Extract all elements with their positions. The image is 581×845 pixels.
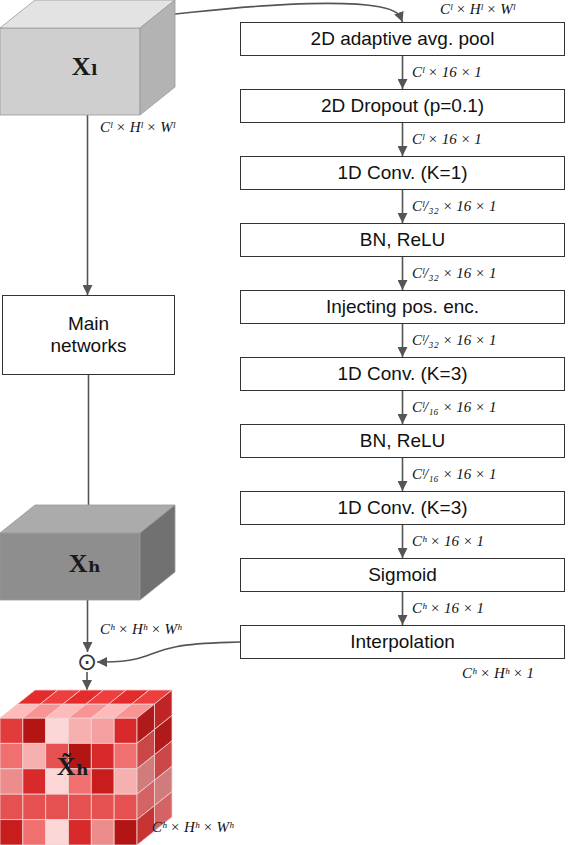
node-text: 1D Conv. (K=3) [337,497,467,519]
connector-arrow [87,115,89,295]
tensor-cell [69,794,92,819]
dimension-label: Cʰ × Hʰ × Wʰ [100,620,181,638]
process-box: Sigmoid [240,558,565,592]
connector-arrow [88,375,90,505]
process-box: 1D Conv. (K=3) [240,491,565,525]
process-box: BN, ReLU [240,223,565,257]
edge-label: Cˡ/₁₆ × 16 × 1 [412,398,496,416]
node-text: BN, ReLU [360,229,446,251]
cube-face [140,505,175,600]
tensor-cell [0,743,23,768]
tensor-cell [114,820,137,845]
tensor-cell [137,806,155,845]
node-text: Sigmoid [368,564,437,586]
dimension-label: Cʰ × Hʰ × 1 [462,664,534,682]
node-text: 2D adaptive avg. pool [311,28,495,50]
connector-arrow [402,56,404,89]
node-text: 1D Conv. (K=1) [337,162,467,184]
edge-label: Cˡ × 16 × 1 [412,130,482,148]
tensor-cell [91,820,114,845]
node-text: Xₗ [30,52,140,82]
tensor-cell [23,743,46,768]
cube-face [0,533,140,600]
tensor-cell [69,718,92,743]
cube-face [140,0,175,115]
tensor-cell [0,794,23,819]
dimension-label: Cˡ × Hˡ × Wˡ [100,118,175,136]
edge-label: Cʰ × 16 × 1 [412,532,484,550]
tensor-cell [114,769,137,794]
node-text: Injecting pos. enc. [326,296,479,318]
process-box: 1D Conv. (K=3) [240,357,565,391]
edge-label: Cˡ/₃₂ × 16 × 1 [412,264,496,282]
tensor-cell [114,718,137,743]
connector-arrow [402,592,404,625]
connector-arrow [402,458,404,491]
connector-arrow [402,525,404,558]
tensor-cell [23,718,46,743]
edge-label: Cˡ × Hˡ × Wˡ [440,0,515,18]
edge-label: Cˡ/₃₂ × 16 × 1 [412,331,496,349]
process-box: 2D Dropout (p=0.1) [240,89,565,123]
node-text: 2D Dropout (p=0.1) [321,95,484,117]
tensor-cell [46,820,69,845]
multiply-symbol: ⊙ [77,652,97,672]
connector-arrow [402,190,404,223]
node-text: Main networks [34,313,144,357]
connector-arrow [402,391,404,424]
process-box: Injecting pos. enc. [240,290,565,324]
tensor-cell [114,743,137,768]
node-text: X̃ₕ [18,752,128,782]
connector-arrow [402,257,404,290]
process-box: Main networks [2,295,175,375]
edge-label: Cˡ/₃₂ × 16 × 1 [412,197,496,215]
node-text: Interpolation [350,631,455,653]
process-box: 1D Conv. (K=1) [240,156,565,190]
tensor-cell [91,718,114,743]
tensor-cell [0,769,23,794]
process-box: BN, ReLU [240,424,565,458]
tensor-cell [46,794,69,819]
connector-arrow [402,123,404,156]
connector-arrow [97,642,240,662]
tensor-cell [69,820,92,845]
tensor-cell [23,794,46,819]
connector-arrow [86,672,88,690]
edge-label: Cˡ × 16 × 1 [412,63,482,81]
tensor-cell [0,820,23,845]
tensor-cell [91,743,114,768]
process-box: 2D adaptive avg. pool [240,22,565,56]
cube-face [0,28,140,115]
process-box: Interpolation [240,625,565,659]
dimension-label: Cʰ × Hʰ × Wʰ [152,818,233,836]
output-tensor-cube: X̃ₕ [0,690,172,845]
tensor-cell [91,769,114,794]
tensor-cell [23,820,46,845]
tensor-cell [23,769,46,794]
connector-arrow [402,324,404,357]
connector-arrow [175,3,403,22]
connector-arrow [87,600,89,652]
node-text: 1D Conv. (K=3) [337,363,467,385]
edge-label: Cʰ × 16 × 1 [412,599,484,617]
tensor-cell [46,718,69,743]
input-tensor-cube: Xₗ [0,0,175,115]
edge-label: Cˡ/₁₆ × 16 × 1 [412,465,496,483]
tensor-cell [114,794,137,819]
feature-tensor-cube: Xₕ [0,505,175,600]
tensor-cell [0,718,23,743]
node-text: BN, ReLU [360,430,446,452]
tensor-cell [91,794,114,819]
node-text: ⊙ [77,652,97,672]
node-text: Xₕ [30,549,140,579]
